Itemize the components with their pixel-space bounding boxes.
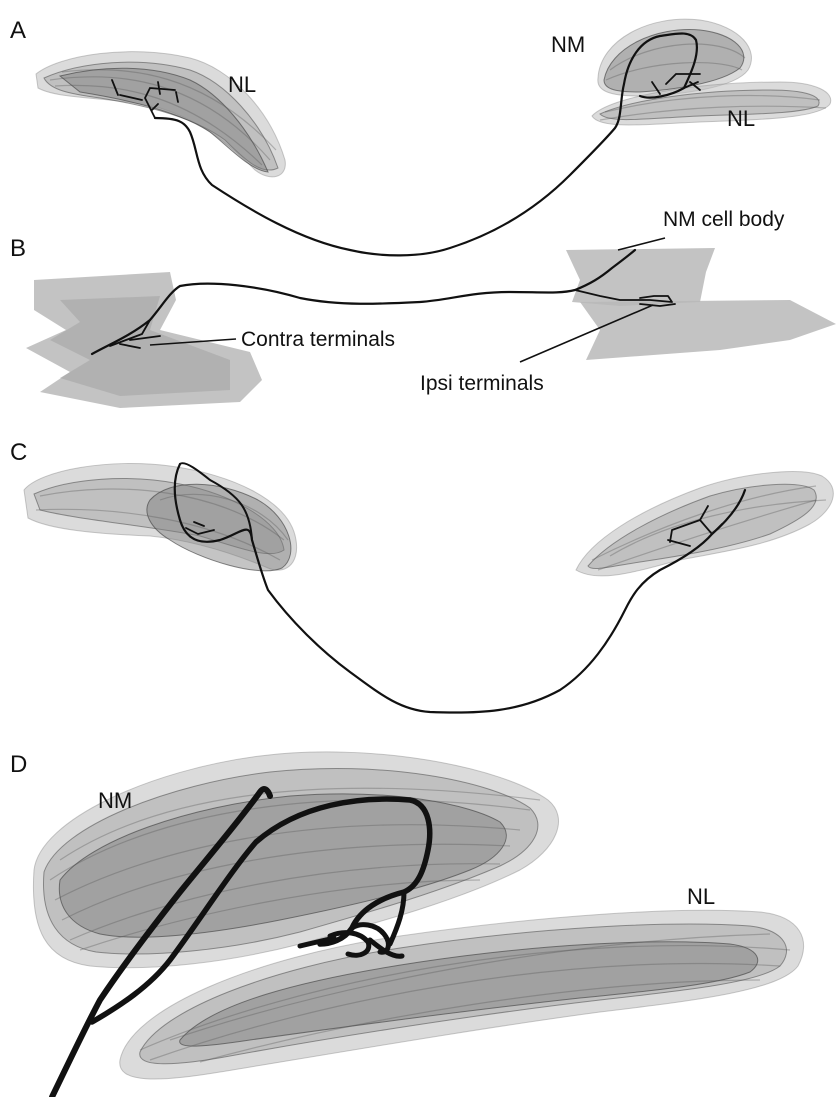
panel-b-right-nl-structure — [580, 300, 836, 360]
panel-d-letter: D — [10, 751, 27, 778]
panel-b-leader-cell-body — [618, 238, 665, 250]
panel-c: C — [10, 439, 833, 713]
panel-c-letter: C — [10, 439, 27, 466]
panel-a-nl-right-label: NL — [727, 106, 755, 131]
panel-b: B NM cell body Contra terminals Ipsi ter… — [10, 208, 836, 408]
panel-c-right-structure — [576, 472, 833, 576]
panel-b-nm-cell-body-label: NM cell body — [663, 208, 785, 231]
panel-b-letter: B — [10, 235, 26, 262]
panel-a-nl-left-label: NL — [228, 72, 256, 97]
panel-d: D NM NL — [10, 751, 804, 1097]
panel-b-contra-terminals-label: Contra terminals — [241, 328, 395, 351]
panel-a-letter: A — [10, 17, 26, 44]
panel-d-nm-label: NM — [98, 788, 132, 813]
panel-d-nl-label: NL — [687, 884, 715, 909]
panel-a-left-nl-structure — [36, 52, 285, 177]
panel-a-nm-label: NM — [551, 32, 585, 57]
panel-b-ipsi-terminals-label: Ipsi terminals — [420, 372, 544, 395]
